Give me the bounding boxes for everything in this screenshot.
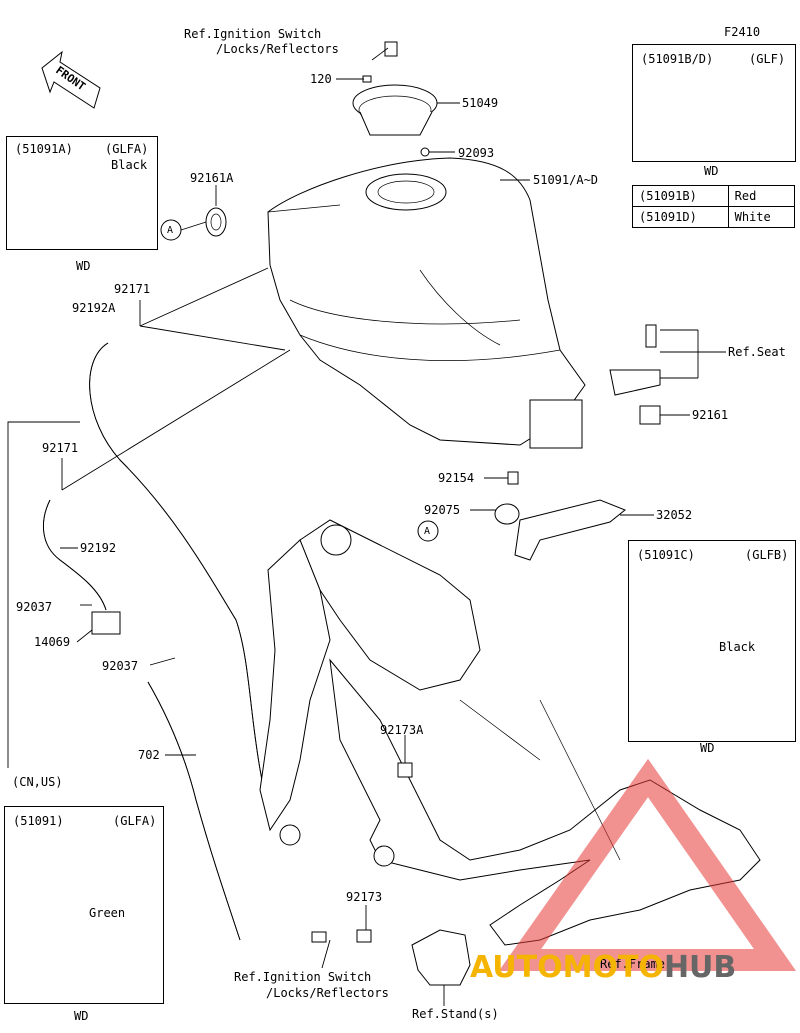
ref-ignition-bottom-line1: Ref.Ignition Switch xyxy=(234,970,372,984)
inset-51091c-market: WD xyxy=(700,741,715,755)
callout-702: 702 xyxy=(138,748,160,762)
inset-51091: (51091) (GLFA) Green xyxy=(4,806,164,1004)
marker-a-frame: A xyxy=(424,526,431,537)
inset-color: Black xyxy=(111,158,148,172)
ref-ignition-top-line2: /Locks/Reflectors xyxy=(216,42,339,56)
front-arrow-icon xyxy=(41,50,101,109)
inset-51091a: (51091A) (GLFA) Black xyxy=(6,136,158,250)
callout-92161a: 92161A xyxy=(190,171,234,185)
callout-92154: 92154 xyxy=(438,471,475,485)
color-table-color: White xyxy=(727,206,796,228)
color-table-part: (51091D) xyxy=(632,206,729,228)
table-row: (51091D) White xyxy=(632,206,796,228)
callout-ref-seat: Ref.Seat xyxy=(728,345,786,359)
watermark-hub: HUB xyxy=(663,950,737,985)
inset-color: Black xyxy=(719,640,756,654)
callout-92171-a: 92171 xyxy=(114,282,151,296)
inset-51091c: (51091C) (GLFB) Black xyxy=(628,540,796,742)
callout-92093: 92093 xyxy=(458,146,495,160)
callout-92192: 92192 xyxy=(80,541,117,555)
inset-51091-market: WD xyxy=(74,1009,89,1023)
marker-a-top: A xyxy=(167,225,174,236)
fuel-cap-shape xyxy=(352,41,438,157)
callout-92075: 92075 xyxy=(424,503,461,517)
callout-32052: 32052 xyxy=(656,508,693,522)
callout-92037-a: 92037 xyxy=(16,600,53,614)
callout-51091: 51091/A~D xyxy=(533,173,599,187)
callout-92037-b: 92037 xyxy=(102,659,139,673)
fuel-tank-shape xyxy=(267,157,586,449)
watermark-auto: AUTO xyxy=(470,950,563,985)
ref-ignition-top-line1: Ref.Ignition Switch xyxy=(184,27,322,41)
inset-code: (GLF) xyxy=(749,52,786,66)
inset-code: (GLFA) xyxy=(113,814,157,828)
inset-part: (51091A) xyxy=(15,142,73,156)
inset-color: Green xyxy=(89,906,126,920)
diagram-code: F2410 xyxy=(724,25,761,39)
inset-part: (51091) xyxy=(13,814,64,828)
callout-ref-frame: Ref.Frame xyxy=(600,957,666,971)
inset-code: (GLFB) xyxy=(745,548,789,562)
bracket-shape xyxy=(494,324,661,561)
inset-part: (51091B/D) xyxy=(641,52,714,66)
inset-part: (51091C) xyxy=(637,548,695,562)
grommet-92161a-shape xyxy=(205,207,227,237)
hoses-shape xyxy=(43,342,263,941)
callout-120: 120 xyxy=(310,72,332,86)
frame-shape xyxy=(259,519,761,986)
watermark-logo-icon xyxy=(498,758,797,971)
watermark-moto: MOTO xyxy=(562,950,664,985)
color-table: (51091B) Red (51091D) White xyxy=(632,185,796,228)
callout-92192a: 92192A xyxy=(72,301,116,315)
callout-92171-b: 92171 xyxy=(42,441,79,455)
ref-ignition-bottom-line2: /Locks/Reflectors xyxy=(266,986,389,1000)
watermark-text: AUTOMOTOHUB xyxy=(470,950,736,985)
cn-us-label: (CN,US) xyxy=(12,775,63,789)
callout-ref-stand: Ref.Stand(s) xyxy=(412,1007,499,1021)
inset-51091bd: (51091B/D) (GLF) xyxy=(632,44,796,162)
callout-92173: 92173 xyxy=(346,890,383,904)
leader-lines xyxy=(60,47,726,1006)
callout-51049: 51049 xyxy=(462,96,499,110)
callout-14069: 14069 xyxy=(34,635,71,649)
inset-code: (GLFA) xyxy=(105,142,149,156)
callout-92161: 92161 xyxy=(692,408,729,422)
table-row: (51091B) Red xyxy=(632,185,796,207)
color-table-color: Red xyxy=(727,185,796,207)
color-table-part: (51091B) xyxy=(632,185,729,207)
callout-92173a: 92173A xyxy=(380,723,424,737)
inset-51091a-market: WD xyxy=(76,259,91,273)
inset-51091bd-market: WD xyxy=(704,164,719,178)
